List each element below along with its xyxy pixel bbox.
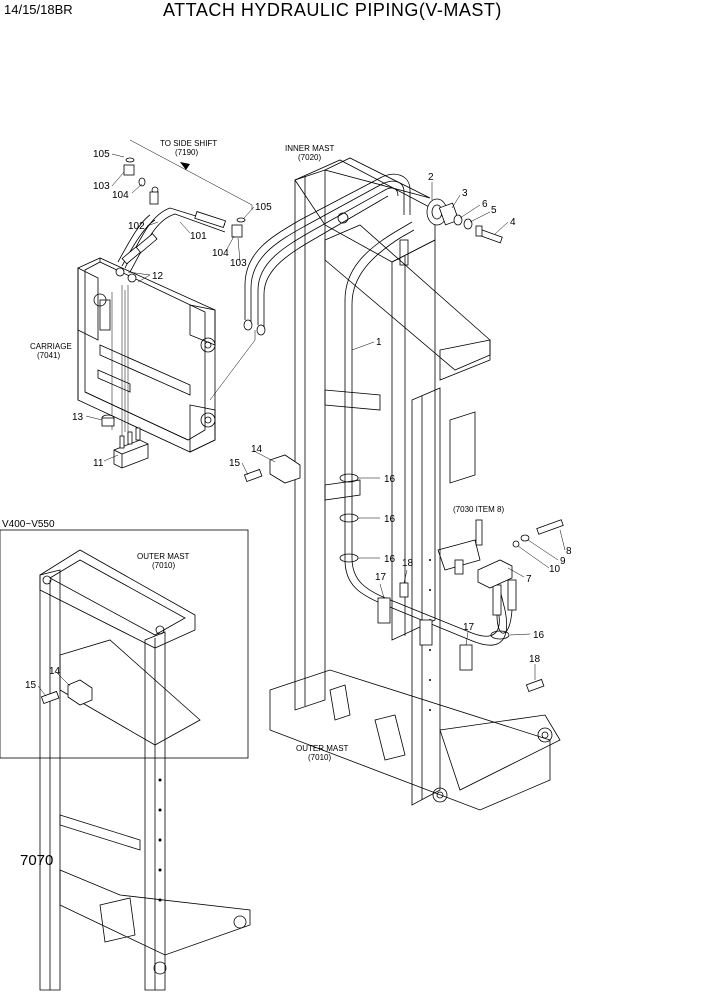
callout-15: 15: [25, 680, 37, 691]
callout-16: 16: [384, 474, 396, 485]
callout-13: 13: [72, 412, 84, 423]
note-carriage-ref: (7041): [37, 351, 60, 360]
page-number: 7070: [20, 852, 54, 869]
carriage-assembly: [77, 257, 216, 453]
callout-11: 11: [93, 458, 104, 469]
note-inset-range: V400~V550: [2, 519, 55, 530]
callout-16: 16: [384, 554, 396, 565]
callout-104: 104: [112, 190, 129, 201]
callout-103: 103: [230, 258, 247, 269]
callout-12: 12: [152, 271, 164, 282]
note-to-side-shift-ref: (7190): [175, 148, 198, 157]
callout-101: 101: [190, 231, 207, 242]
pipe-clamps: [339, 473, 510, 671]
inset-outer-mast: [39, 549, 251, 991]
callout-103: 103: [93, 181, 110, 192]
note-inset-outer-mast: OUTER MAST: [137, 552, 190, 561]
model-number: 14/15/18BR: [4, 2, 73, 17]
callout-2: 2: [428, 172, 434, 183]
callout-16: 16: [384, 514, 396, 525]
note-outer-mast-ref: (7010): [308, 753, 331, 762]
note-inner-mast: INNER MAST: [285, 144, 334, 153]
callout-104: 104: [212, 248, 229, 259]
callout-105: 105: [93, 149, 110, 160]
bracket-14: [243, 454, 301, 484]
coupling-parts: [426, 198, 503, 244]
callout-16: 16: [533, 630, 545, 641]
callout-3: 3: [462, 188, 468, 199]
leader-lines: [37, 153, 566, 697]
callout-9: 9: [560, 556, 566, 567]
note-inset-outer-mast-ref: (7010): [152, 561, 175, 570]
callout-14: 14: [49, 666, 61, 677]
manifold-block: [101, 290, 149, 469]
callout-102: 102: [128, 221, 145, 232]
callout-18: 18: [529, 654, 541, 665]
note-to-side-shift: TO SIDE SHIFT: [160, 139, 217, 148]
callout-15: 15: [229, 458, 241, 469]
callout-7: 7: [526, 574, 532, 585]
mast-structure: [269, 157, 561, 811]
callout-14: 14: [251, 444, 263, 455]
note-outer-mast: OUTER MAST: [296, 744, 349, 753]
callout-17: 17: [375, 572, 387, 583]
callout-18: 18: [402, 558, 414, 569]
note-inner-mast-ref: (7020): [298, 153, 321, 162]
note-item-ref: (7030 ITEM 8): [453, 505, 504, 514]
inset-frame: [0, 529, 249, 759]
callout-1: 1: [376, 337, 382, 348]
note-carriage: CARRIAGE: [30, 342, 72, 351]
callout-5: 5: [491, 205, 497, 216]
callout-105: 105: [255, 202, 272, 213]
callout-10: 10: [549, 564, 561, 575]
callout-6: 6: [482, 199, 488, 210]
page-title: ATTACH HYDRAULIC PIPING(V-MAST): [163, 0, 502, 20]
tee-fitting: [437, 519, 564, 589]
side-shift-hoses: [115, 157, 246, 283]
callout-17: 17: [463, 622, 475, 633]
callout-8: 8: [566, 546, 572, 557]
callout-4: 4: [510, 217, 516, 228]
